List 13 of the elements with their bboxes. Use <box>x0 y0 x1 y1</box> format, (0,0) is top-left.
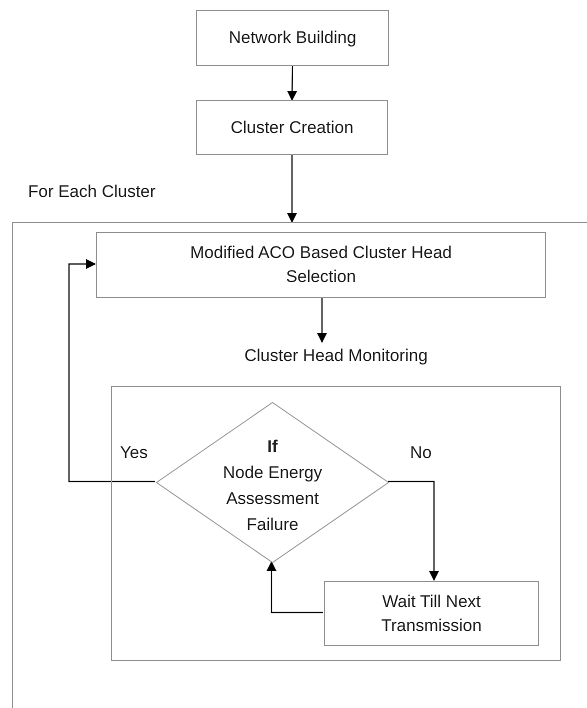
group-heading: Cluster Head Monitoring <box>243 345 429 367</box>
group-heading: For Each Cluster <box>28 181 156 203</box>
arrow <box>287 66 298 101</box>
process-box: Wait Till Next Transmission <box>324 581 539 646</box>
arrow <box>266 561 323 614</box>
arrow <box>287 155 297 223</box>
process-box: Modified ACO Based Cluster Head Selection <box>96 232 546 298</box>
arrow <box>68 259 155 482</box>
arrow <box>388 480 439 581</box>
process-box: Cluster Creation <box>196 100 388 155</box>
decision-diamond: If Node Energy Assessment Failure <box>156 402 389 563</box>
arrow <box>317 297 327 343</box>
process-box: Network Building <box>196 10 389 66</box>
